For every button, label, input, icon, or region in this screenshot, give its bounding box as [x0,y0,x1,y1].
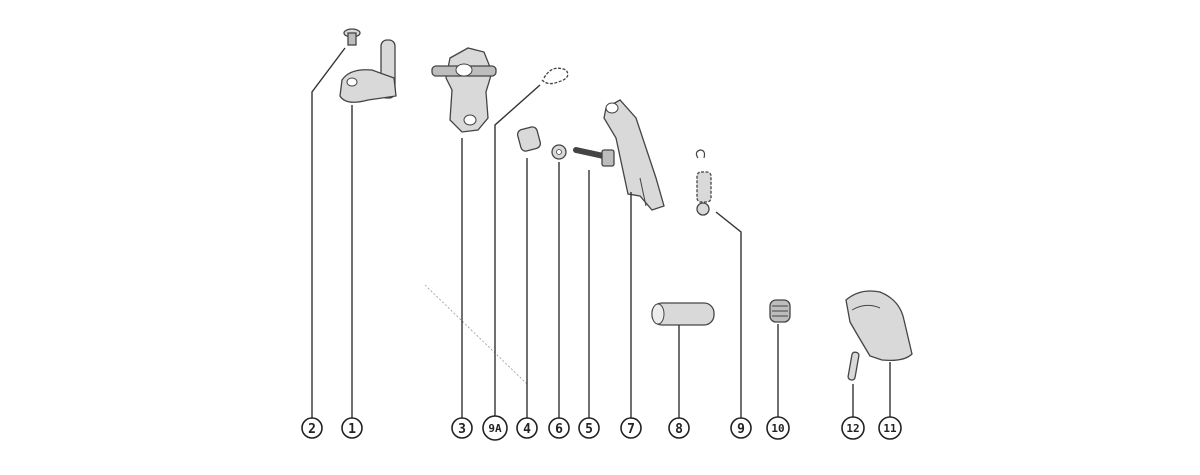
callout-11: 11 [878,416,902,440]
callout-5-label: 5 [585,422,593,437]
callout-1: 1 [341,417,363,439]
part-10-grommet [769,299,791,323]
callout-4-label: 4 [523,422,531,437]
part-8-pin [651,302,715,326]
part-11-knob [845,290,913,362]
leader-9a [494,84,541,418]
leader-2 [311,47,346,418]
callout-6: 6 [548,417,570,439]
callout-4: 4 [516,417,538,439]
callout-8-label: 8 [675,422,683,437]
callout-9-label: 9 [737,422,745,437]
callout-10: 10 [766,416,790,440]
callout-7: 7 [620,417,642,439]
callout-3-label: 3 [458,422,466,437]
part-7-lever [603,99,665,211]
part-9-spring [695,149,712,216]
callout-5: 5 [578,417,600,439]
part-5-bolt [573,147,615,167]
callout-2-label: 2 [308,422,316,437]
leader-9 [715,211,742,418]
callout-9a: 9A [482,415,508,441]
callout-7-label: 7 [627,422,635,437]
callout-3: 3 [451,417,473,439]
callout-12-label: 12 [846,422,859,435]
callout-1-label: 1 [348,422,356,437]
part-9a-clip [541,67,569,85]
stray-mark [424,284,529,386]
callout-12: 12 [841,416,865,440]
part-6-washer [551,144,567,160]
part-1-crank-arm [339,39,397,103]
callout-11-label: 11 [883,422,897,435]
callout-8: 8 [668,417,690,439]
part-4-bushing [516,126,542,152]
part-3-bracket [431,47,497,133]
callout-10-label: 10 [771,422,784,435]
part-2-screw [343,28,361,46]
callout-9a-label: 9A [488,422,502,435]
part-12-roll-pin [847,351,860,381]
callout-9: 9 [730,417,752,439]
callout-2: 2 [301,417,323,439]
callout-6-label: 6 [555,422,563,437]
